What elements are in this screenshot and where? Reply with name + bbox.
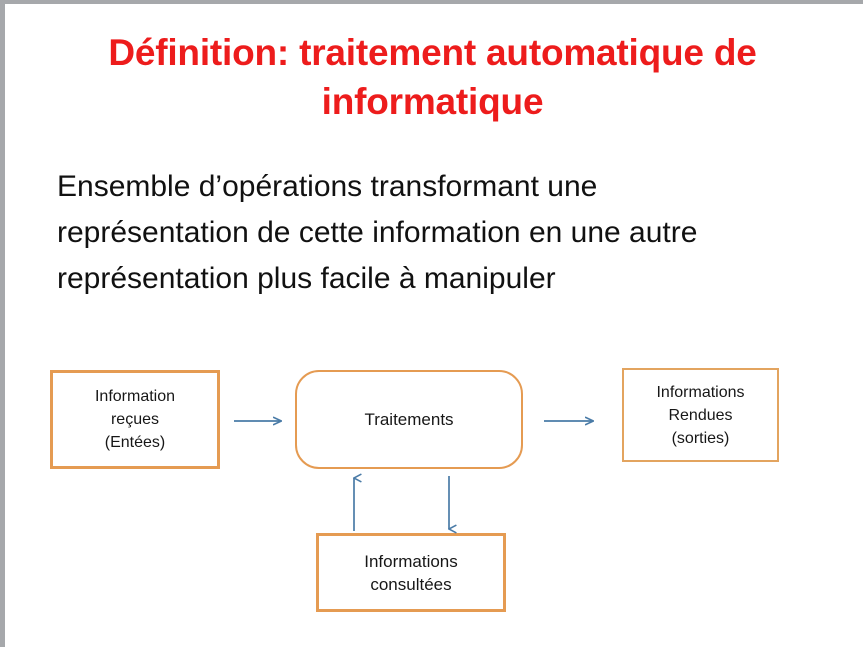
- diagram-node-informations-consultees[interactable]: Informations consultées: [316, 533, 506, 612]
- diagram-node-information-recues[interactable]: Information reçues (Entées): [50, 370, 220, 469]
- diagram-node-label: Traitements: [364, 410, 454, 429]
- diagram-node-label: Informations Rendues (sorties): [656, 383, 745, 447]
- diagram-node-label: Informations consultées: [364, 551, 458, 594]
- slide-title: Définition: traitement automatique de in…: [108, 32, 757, 122]
- diagram-node-traitements[interactable]: Traitements: [295, 370, 523, 469]
- diagram-node-label: Information reçues (Entées): [94, 388, 176, 451]
- diagram-node-informations-rendues[interactable]: Informations Rendues (sorties): [622, 368, 779, 462]
- slide-body-text: Ensemble d’opérations transformant une r…: [57, 170, 698, 295]
- process-flow-diagram: Information reçues (Entées) Traitements …: [5, 4, 863, 647]
